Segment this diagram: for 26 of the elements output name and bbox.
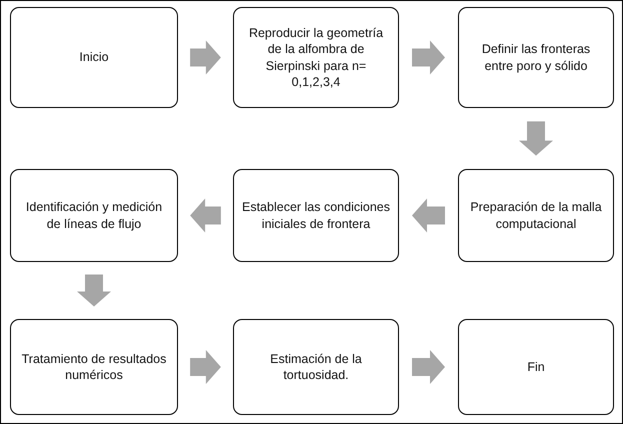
step-text: Tratamiento de resultados numéricos [20, 350, 168, 384]
step-text: Definir las fronteras entre poro y sólido [480, 41, 592, 74]
block-arrow [412, 40, 445, 74]
step-text: Establecer las condiciones iniciales de frontera [242, 199, 390, 232]
block-arrow [412, 198, 445, 232]
step-text: Inicio [79, 49, 109, 66]
process-box [458, 169, 614, 262]
process-box [10, 7, 178, 108]
step-text: Preparación de la malla computacional [469, 199, 603, 232]
block-arrow [190, 350, 221, 384]
process-box [458, 7, 614, 108]
step-text: Estimación de la tortuosidad. [269, 350, 363, 384]
block-arrow [77, 274, 111, 306]
process-box [458, 319, 614, 415]
block-arrow [190, 40, 221, 74]
step-text: Reproducir la geometría de la alfombra de Sierpinski para n= 0,1,2,3,4 [248, 25, 384, 90]
block-arrow [412, 350, 445, 384]
process-box [233, 169, 399, 262]
process-box [10, 319, 178, 415]
block-arrow [190, 198, 221, 232]
process-box [10, 169, 178, 262]
process-box [233, 319, 399, 415]
block-arrow [519, 121, 553, 156]
process-box [233, 7, 399, 108]
step-text: Fin [527, 358, 545, 376]
step-text: Identificación y medición de líneas de flujo [24, 199, 164, 232]
